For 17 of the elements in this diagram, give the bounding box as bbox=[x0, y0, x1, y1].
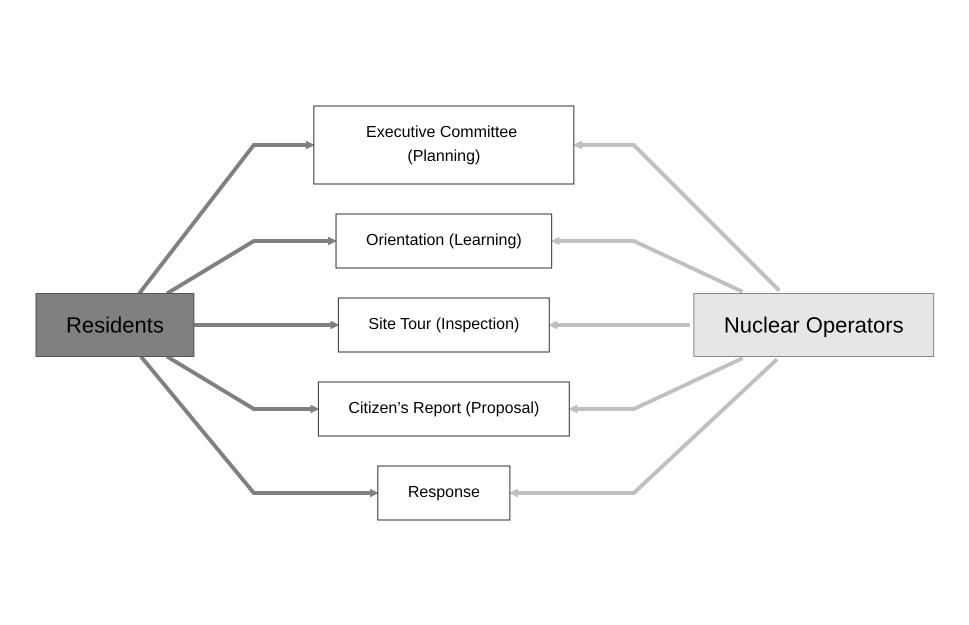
node-box: Response bbox=[377, 465, 510, 520]
node-box: Residents bbox=[35, 292, 194, 356]
arrow bbox=[550, 236, 744, 294]
arrow bbox=[509, 357, 778, 497]
node-box: Site Tour (Inspection) bbox=[338, 297, 550, 352]
node-box: Nuclear Operators bbox=[693, 292, 934, 356]
arrow bbox=[139, 354, 378, 497]
node-box: Orientation (Learning) bbox=[335, 213, 552, 268]
arrow bbox=[548, 320, 690, 329]
arrow bbox=[568, 356, 744, 413]
arrow bbox=[194, 320, 338, 329]
arrow bbox=[166, 236, 336, 295]
arrow bbox=[166, 354, 318, 413]
arrow bbox=[573, 140, 781, 292]
arrow bbox=[137, 140, 314, 294]
node-box: Executive Committee (Planning) bbox=[313, 105, 574, 184]
node-box: Citizen’s Report (Proposal) bbox=[318, 381, 570, 436]
